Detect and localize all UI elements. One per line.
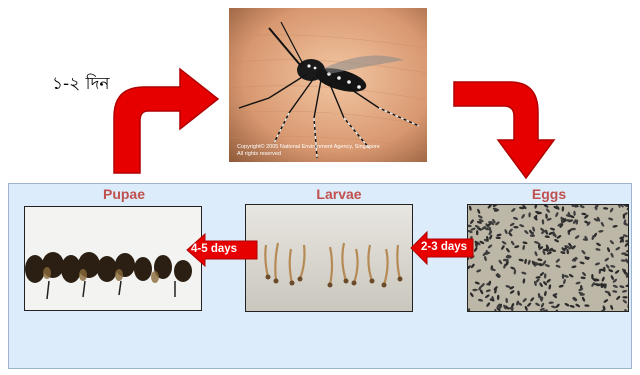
stage-label-eggs: Eggs [509,186,589,202]
stage-label-larvae: Larvae [299,186,379,202]
mosquito-photo: Copyright© 2005 National Environment Age… [229,8,427,162]
duration-label-2-3: 2-3 days [421,241,467,253]
pupae-photo [24,206,202,311]
stage-label-pupae: Pupae [84,186,164,202]
larvae-photo [245,204,413,312]
curved-arrow-up [100,55,220,175]
eggs-photo [467,204,629,312]
duration-label-4-5: 4-5 days [191,243,237,255]
copyright-caption-2: All rights reserved [237,151,281,157]
curved-arrow-down [450,78,570,182]
development-stages-panel: Pupae Larvae Eggs [8,183,632,369]
copyright-caption: Copyright© 2005 National Environment Age… [237,143,380,150]
